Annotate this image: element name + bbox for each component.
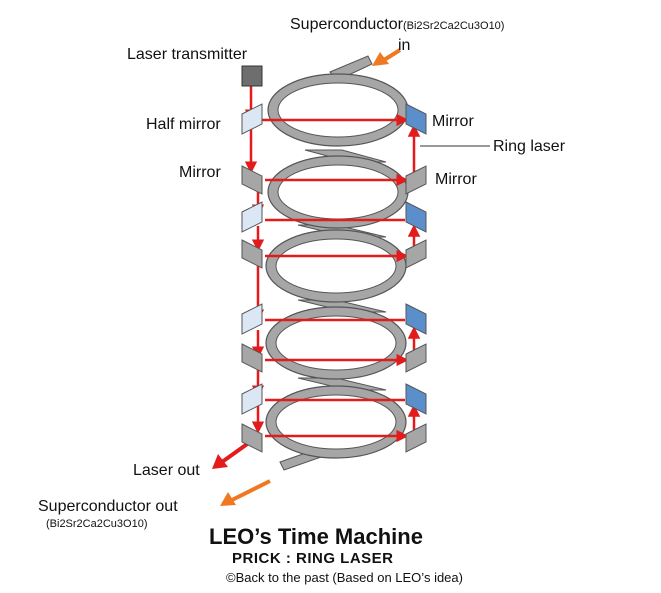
- half-mirror-label: Half mirror: [146, 116, 221, 133]
- right-blue-mirror-2: [405, 201, 427, 233]
- caption-title: LEO’s Time Machine: [209, 524, 423, 549]
- left-mirror-1: [241, 165, 263, 195]
- superconductor-in-suffix: in: [398, 37, 411, 54]
- coil-ring-2: [267, 155, 409, 229]
- coil-ring-3: [265, 229, 407, 303]
- right-blue-mirror-1: [405, 103, 427, 135]
- ring-laser-label: Ring laser: [493, 138, 566, 155]
- left-mirror-3: [241, 343, 263, 373]
- laser-transmitter-square-icon: [241, 65, 263, 87]
- coil-rings: [265, 73, 409, 459]
- superconductor-in-name: Superconductor: [290, 16, 403, 33]
- laser-out-label: Laser out: [133, 462, 200, 479]
- left-mirrors: [241, 103, 263, 453]
- caption-copyright: ©Back to the past (Based on LEO’s idea): [226, 570, 463, 585]
- half-mirror-1: [241, 103, 263, 135]
- superconductor-in-label: Superconductor(Bi2Sr2Ca2Cu3O10): [290, 16, 504, 34]
- right-blue-mirror-4: [405, 383, 427, 415]
- coil-ring-1: [267, 73, 409, 147]
- right-mirror-4: [405, 423, 427, 453]
- mirror-right-2-label: Mirror: [435, 171, 477, 188]
- mirror-right-label: Mirror: [432, 113, 474, 130]
- half-mirror-3: [241, 303, 263, 335]
- superconductor-out-arrow: [220, 479, 271, 506]
- laser-out-arrow: [212, 440, 252, 469]
- mirror-left-label: Mirror: [179, 164, 221, 181]
- half-mirror-2: [241, 201, 263, 233]
- superconductor-in-arrow: [372, 48, 402, 66]
- coil-ring-4: [265, 306, 407, 380]
- caption-subtitle: PRICK : RING LASER: [232, 550, 394, 567]
- superconductor-in-formula: (Bi2Sr2Ca2Cu3O10): [402, 20, 505, 32]
- left-mirror-4: [241, 423, 263, 453]
- right-mirror-1: [405, 165, 427, 195]
- half-mirror-4: [241, 383, 263, 415]
- right-mirrors: [405, 103, 427, 453]
- laser-transmitter-label: Laser transmitter: [127, 46, 248, 63]
- left-mirror-2: [241, 239, 263, 269]
- superconductor-out-formula: (Bi2Sr2Ca2Cu3O10): [46, 518, 148, 530]
- right-mirror-3: [405, 343, 427, 373]
- superconductor-out-label: Superconductor out: [38, 498, 178, 515]
- coil-ring-5: [265, 385, 407, 459]
- right-blue-mirror-3: [405, 303, 427, 335]
- right-mirror-2: [405, 239, 427, 269]
